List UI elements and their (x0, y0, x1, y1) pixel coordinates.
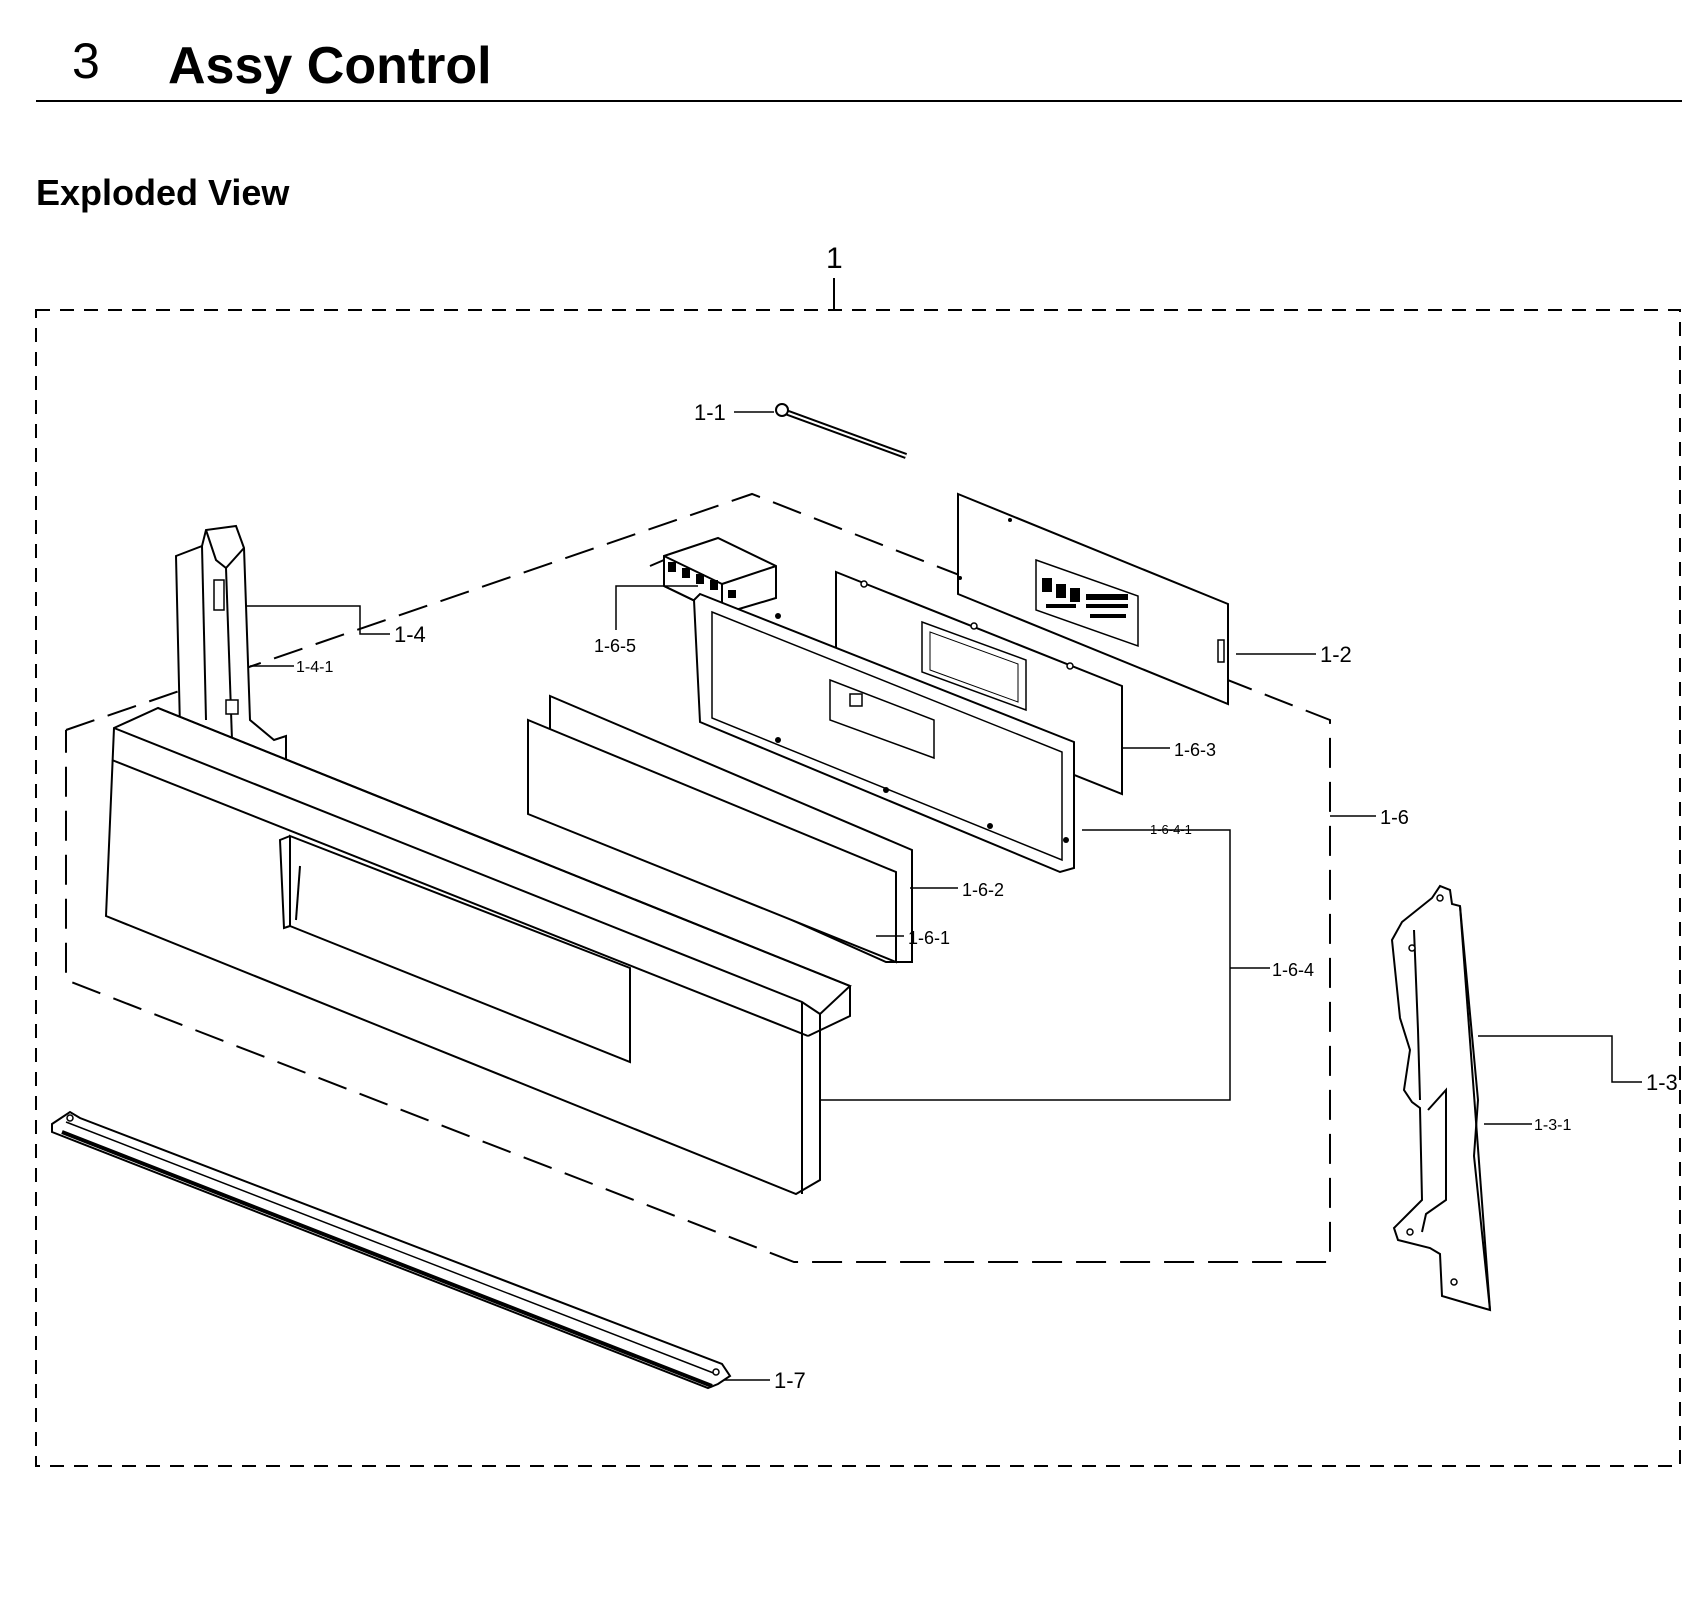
part-1-7-trim-strip (51, 1110, 732, 1390)
callout-1: 1 (826, 242, 843, 275)
callout-1-2: 1-2 (1320, 642, 1352, 667)
part-1-2-pcb (957, 492, 1229, 706)
callout-1-3: 1-3 (1646, 1070, 1678, 1095)
view-subtitle: Exploded View (36, 172, 290, 213)
callout-1-6-4-1: 1-6-4-1 (1150, 822, 1192, 837)
callout-1-3-1: 1-3-1 (1534, 1117, 1571, 1134)
callout-1-4: 1-4 (394, 622, 426, 647)
part-1-6-1-overlay (527, 718, 897, 964)
part-1-6-5-connector (649, 536, 777, 616)
callout-1-7: 1-7 (774, 1368, 806, 1393)
callout-1-4-1: 1-4-1 (296, 659, 333, 676)
part-control-panel (104, 706, 852, 1196)
part-1-1-rod (775, 403, 908, 459)
callout-1-1: 1-1 (694, 400, 726, 425)
callout-leader-1-3 (1478, 1035, 1642, 1083)
callout-leader-1-6-5 (615, 585, 698, 630)
callout-1-6-4: 1-6-4 (1272, 960, 1314, 980)
callout-1-6: 1-6 (1380, 807, 1409, 829)
callout-leader-1-4 (246, 605, 390, 635)
callout-leader-1-6-4-1 (810, 829, 1231, 1101)
page-title: Assy Control (168, 37, 492, 95)
subassembly-1-6-outline (65, 492, 1331, 1263)
callout-1-6-3: 1-6-3 (1174, 740, 1216, 760)
part-1-4-left-bracket (174, 524, 287, 762)
callout-1-6-5: 1-6-5 (594, 636, 636, 656)
part-1-6-4-1-frame (692, 592, 1075, 874)
title-rule (36, 100, 1682, 102)
section-number: 3 (72, 33, 100, 89)
callout-1-6-1: 1-6-1 (908, 928, 950, 948)
callout-1-6-2: 1-6-2 (962, 880, 1004, 900)
assembly-boundary (35, 309, 1681, 1467)
part-1-3-right-bracket (1390, 884, 1492, 1312)
